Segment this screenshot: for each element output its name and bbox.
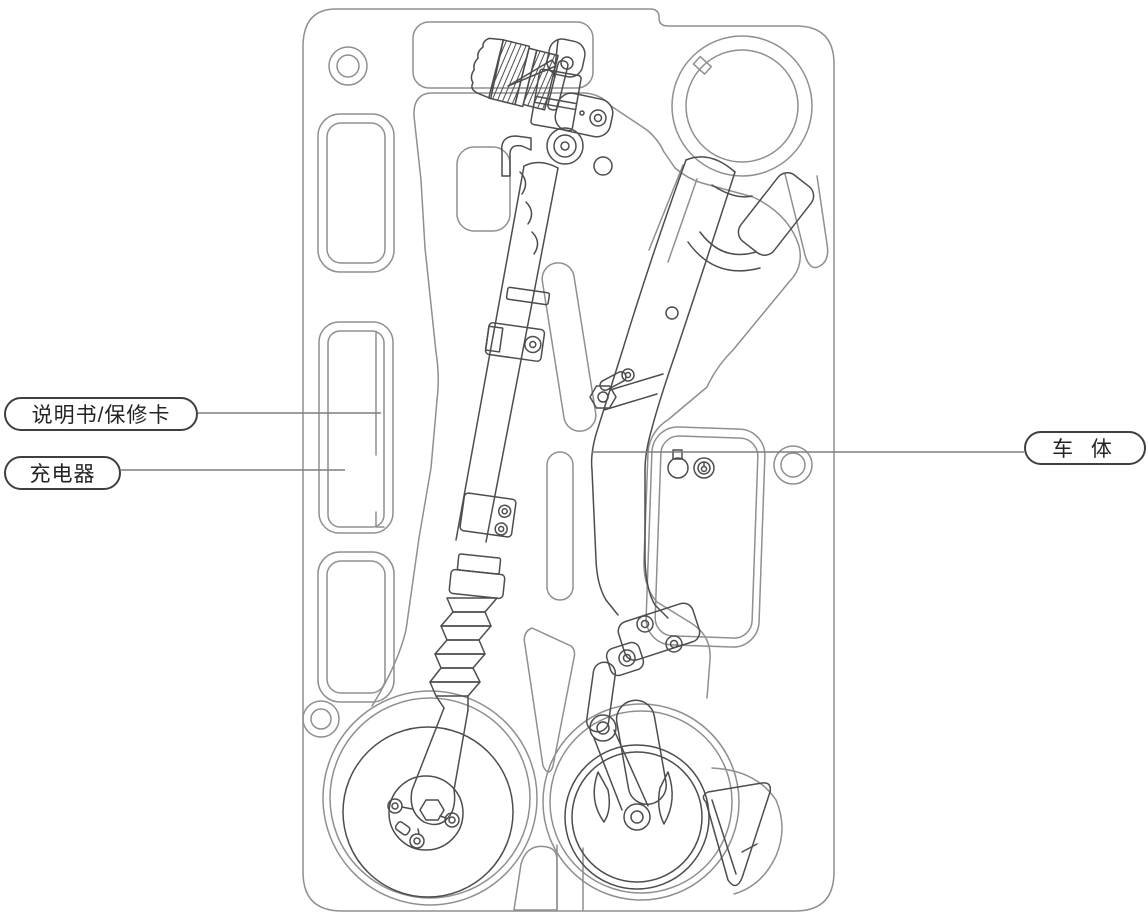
stem-hinge — [501, 127, 584, 177]
callout-manual-warranty-card: 说明书/保修卡 — [4, 397, 198, 431]
accessory-pocket-bottom — [317, 551, 395, 703]
circular-cutout-top-right — [648, 35, 829, 269]
kickstand — [702, 782, 772, 887]
scooter-illustration — [342, 37, 815, 898]
rear-wheel — [564, 744, 710, 890]
stem-upper-section — [530, 68, 582, 132]
foam-island-rect — [456, 146, 511, 232]
callout-leader-lines — [121, 412, 1024, 471]
main-cavity-outline — [371, 92, 801, 707]
manual-charger-pocket — [318, 321, 394, 534]
callout-manual-warranty-card-label: 说明书/保修卡 — [31, 404, 171, 427]
handlebar-grip — [470, 37, 569, 111]
brake-lever — [507, 59, 557, 87]
stem-clamp-upper — [484, 322, 546, 362]
suspension-bellows — [429, 597, 498, 697]
callout-vehicle-body: 车 体 — [1024, 431, 1146, 465]
deck-controls — [667, 449, 715, 479]
stem-fold-head — [546, 38, 586, 78]
deck-cutout — [645, 426, 766, 648]
callout-charger: 充电器 — [4, 456, 121, 490]
stem-clamp-lower — [459, 492, 517, 538]
hinge-bracket-plate — [554, 92, 614, 176]
rear-fender-top — [687, 172, 815, 272]
accessory-pocket-top — [317, 113, 395, 273]
foam-hole-top-left — [328, 46, 368, 86]
callout-charger-label: 充电器 — [29, 463, 96, 486]
front-wheel-well — [322, 690, 538, 906]
stem-collars — [448, 553, 506, 600]
foam-finger-upper — [541, 262, 597, 432]
rear-wheel-well — [542, 703, 783, 901]
foam-tray-outline — [302, 8, 835, 912]
stem-tube — [455, 161, 559, 543]
front-wheel — [342, 726, 514, 898]
foam-island-between-wheels — [523, 627, 576, 773]
front-fork — [410, 695, 469, 826]
callout-vehicle-body-label: 车 体 — [1052, 438, 1118, 461]
frame-body-tube — [590, 156, 736, 619]
frame-fold-latch — [589, 368, 635, 409]
foam-hole-bottom-left — [302, 700, 340, 738]
rear-brackets — [585, 602, 701, 733]
foam-finger-lower — [546, 451, 574, 601]
foam-hole-right — [773, 445, 813, 485]
